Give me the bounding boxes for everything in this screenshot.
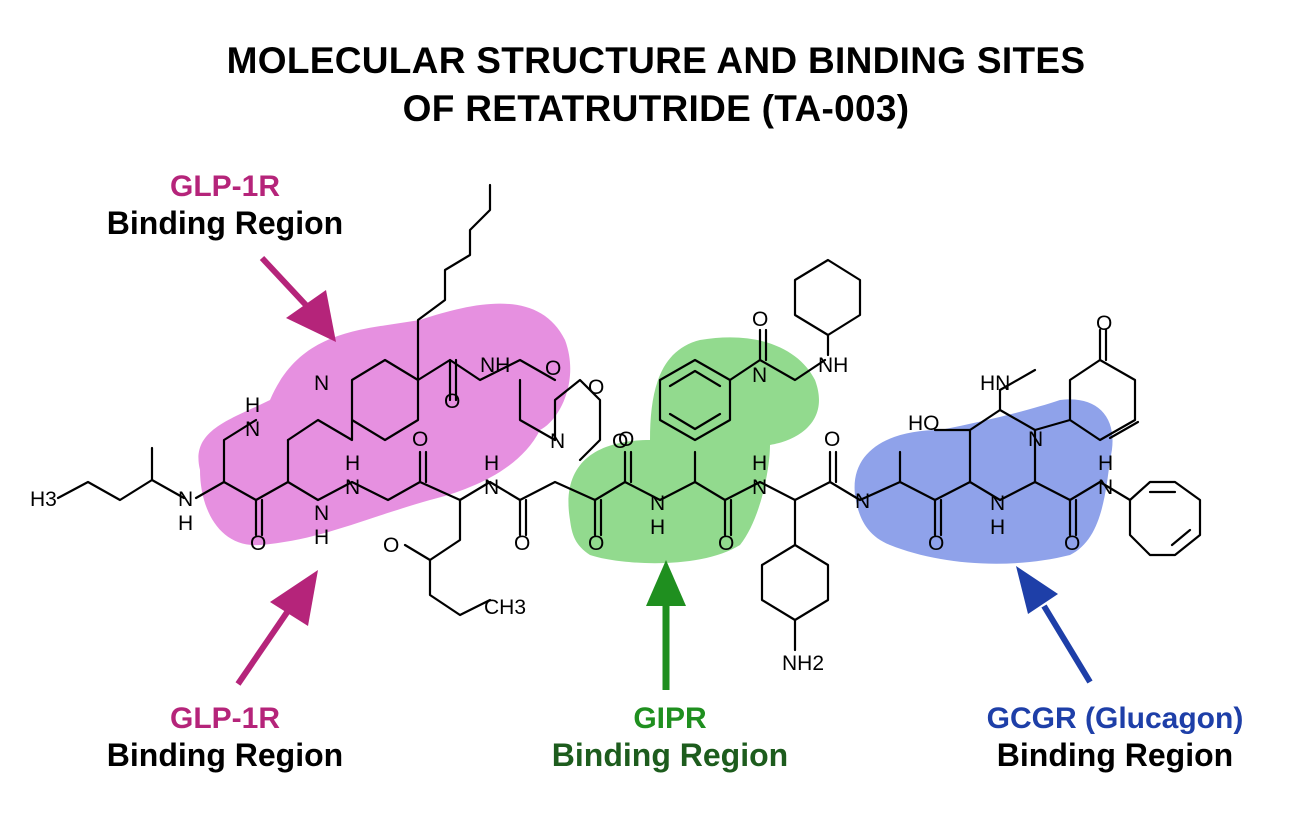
- title-line-2: OF RETATRUTRIDE (TA-003): [402, 88, 910, 129]
- atom-n: N: [178, 488, 193, 511]
- atom-n: N: [345, 476, 360, 499]
- atom-n: N: [752, 364, 767, 387]
- atom-o: O: [250, 532, 266, 555]
- glp1-top-label-name: GLP-1R: [169, 170, 280, 203]
- gcgr-arrow-icon: [1016, 566, 1093, 684]
- atom-o: O: [383, 534, 399, 557]
- atom-n: N: [752, 476, 767, 499]
- atom-h: H: [990, 516, 1005, 539]
- atom-nh: NH: [818, 354, 848, 377]
- gcgr-label: GCGR (Glucagon) Binding Region: [940, 702, 1290, 773]
- gipr-arrow-icon: [646, 560, 686, 690]
- atom-h: H: [484, 452, 499, 475]
- glp1-bottom-label: GLP-1R Binding Region: [70, 702, 380, 773]
- atom-h: H: [345, 452, 360, 475]
- atom-n: N: [550, 430, 565, 453]
- atom-h: H: [1098, 452, 1113, 475]
- gcgr-label-sub: Binding Region: [996, 736, 1234, 773]
- atom-o: O: [444, 390, 460, 413]
- gipr-label-name: GIPR: [633, 702, 707, 735]
- atom-o: O: [514, 532, 530, 555]
- glp1-bottom-label-sub: Binding Region: [106, 736, 344, 773]
- glp1-top-arrow-icon: [259, 255, 336, 342]
- gipr-binding-highlight: [568, 337, 819, 564]
- gcgr-binding-highlight: [854, 399, 1113, 564]
- atom-n: N: [314, 372, 329, 395]
- atom-o: O: [412, 428, 428, 451]
- molecule-bonds: [56, 183, 1202, 652]
- atom-o: O: [618, 428, 634, 451]
- atom-o: O: [588, 532, 604, 555]
- atom-n: N: [650, 492, 665, 515]
- atom-h: H: [314, 526, 329, 549]
- atom-o: O: [718, 532, 734, 555]
- atom-n: N: [1028, 428, 1043, 451]
- gcgr-label-name: GCGR (Glucagon): [986, 702, 1244, 735]
- atom-n: N: [245, 418, 260, 441]
- atom-h3: H3: [30, 488, 57, 511]
- title-line-1: MOLECULAR STRUCTURE AND BINDING SITES: [226, 40, 1086, 81]
- atom-nh: NH: [480, 354, 510, 377]
- gipr-label-sub: Binding Region: [551, 736, 789, 773]
- atom-h: H: [178, 512, 193, 535]
- atom-h: H: [650, 516, 665, 539]
- atom-o: O: [612, 430, 628, 453]
- atom-o: O: [928, 532, 944, 555]
- glp1-top-label-sub: Binding Region: [106, 204, 344, 241]
- atom-hn: HN: [980, 372, 1010, 395]
- atom-o: O: [1064, 532, 1080, 555]
- atom-o: O: [588, 376, 604, 399]
- atom-n: N: [990, 492, 1005, 515]
- atom-nh2: NH2: [782, 652, 824, 675]
- atom-ho: HO: [908, 412, 940, 435]
- atom-ch3: CH3: [484, 596, 526, 619]
- glp1-top-label: GLP-1R Binding Region: [60, 170, 390, 241]
- atom-o: O: [1096, 312, 1112, 335]
- atom-n: N: [314, 502, 329, 525]
- glp1-bottom-arrow-icon: [235, 570, 318, 686]
- glp1-bottom-label-name: GLP-1R: [169, 702, 280, 735]
- atom-o: O: [824, 428, 840, 451]
- gipr-label: GIPR Binding Region: [520, 702, 820, 773]
- atom-n: N: [1098, 476, 1113, 499]
- atom-n: N: [855, 490, 870, 513]
- atom-o: O: [752, 308, 768, 331]
- atom-labels: H3 N H H N N O H N N H O O NH O O N O H …: [30, 308, 1113, 675]
- atom-h: H: [245, 394, 260, 417]
- atom-o: O: [545, 357, 561, 380]
- atom-h: H: [752, 452, 767, 475]
- atom-n: N: [484, 476, 499, 499]
